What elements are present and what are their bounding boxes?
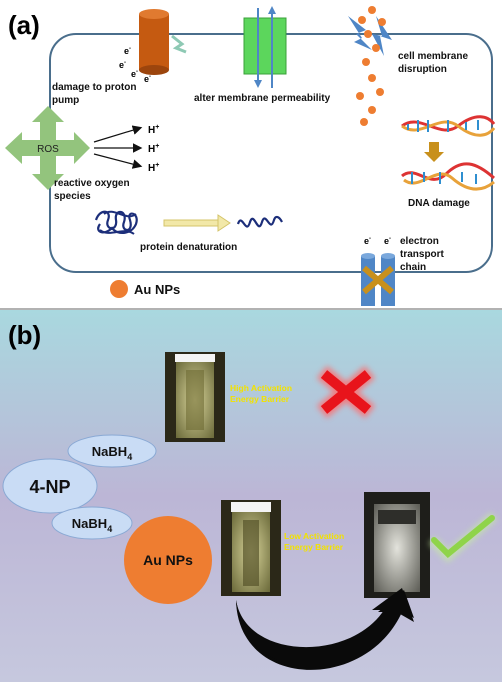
electrons-etc: e- e- (364, 236, 391, 246)
panel-a-letter: (a) (8, 10, 40, 40)
ros-label: reactive oxygen species (54, 178, 132, 202)
permeability-label: alter membrane permeability (194, 93, 331, 104)
proton-arrows: H+ H+ H+ (93, 124, 159, 174)
vial-top (165, 352, 225, 442)
svg-text:H+: H+ (148, 143, 159, 155)
vial-before (221, 500, 281, 596)
panel-b-letter: (b) (8, 320, 41, 350)
protein-label: protein denaturation (140, 242, 237, 253)
electrons-pump: e- e- e- e- (119, 46, 151, 84)
high-barrier-label: High Activation Energy Barrier (230, 383, 294, 404)
dna-label: DNA damage (408, 198, 470, 209)
vial-after (364, 492, 430, 598)
cross-icon (316, 365, 376, 419)
low-barrier-label: Low Activation Energy Barrier (284, 531, 347, 552)
svg-text:e-: e- (144, 74, 151, 84)
reaction-arrow (236, 588, 414, 670)
membrane-label: cell membrane disruption (398, 51, 471, 75)
nabh4-top-node (67, 434, 157, 468)
svg-text:e-: e- (364, 236, 371, 246)
unfolded-protein-icon (236, 215, 283, 228)
membrane-disruption-icon (348, 6, 392, 126)
check-icon (428, 512, 498, 563)
protein-icon (94, 210, 138, 235)
svg-text:H+: H+ (148, 124, 159, 136)
panel-a: (a) e- e- e- e- damage to proton pump (5, 6, 496, 306)
svg-text:H+: H+ (148, 162, 159, 174)
panel-b: (b) High Activation Energy Barrier NaBH4… (0, 310, 502, 682)
au-nps-node (124, 516, 212, 604)
svg-text:e-: e- (119, 60, 126, 70)
svg-text:e-: e- (131, 69, 138, 79)
nabh4-top-text: NaBH4 (92, 444, 132, 462)
ros-icon (5, 106, 90, 190)
proton-pump-label: damage to proton pump (52, 82, 139, 106)
four-np-text: 4-NP (29, 477, 70, 497)
etc-icon (361, 253, 395, 306)
nabh4-bottom-node (51, 506, 133, 540)
svg-text:e-: e- (384, 236, 391, 246)
etc-label: electron transport chain (400, 236, 447, 273)
au-np-legend-dot (110, 280, 128, 298)
dna-icon (401, 115, 496, 191)
au-nps-text: Au NPs (143, 552, 193, 568)
denaturation-arrow (163, 214, 231, 232)
membrane-channel-icon (243, 6, 287, 88)
nabh4-bottom-text: NaBH4 (72, 516, 112, 534)
proton-pump-icon (139, 9, 187, 75)
ros-center-text: ROS (37, 144, 59, 155)
au-np-legend-label: Au NPs (134, 282, 180, 297)
four-np-node (2, 458, 98, 514)
svg-text:e-: e- (124, 46, 131, 56)
